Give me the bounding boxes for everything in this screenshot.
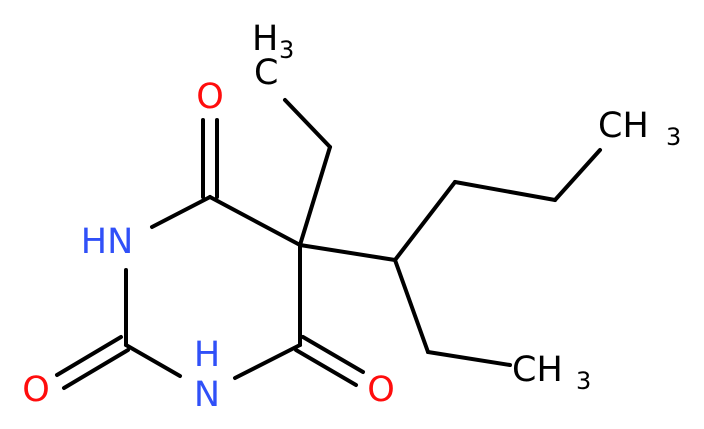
nh-atom-lower-h: H [194,335,220,375]
methyl-group-bottom: CH 3 [512,350,591,395]
methyl-group-top: H 3 C [252,19,294,93]
bond-c6-n1 [233,343,302,380]
methyl-bottom-label: CH [512,350,563,390]
bond-c4-c5 [208,195,302,247]
bond-ethyl2-ch2-ch3 [426,350,512,367]
methyl-top-h: H [252,19,278,59]
bond-ch-ch2-ethyl [393,258,430,354]
nh-atom-upper: HN [81,222,134,262]
bond-n1-c2 [124,343,182,378]
bond-ch-ch2-propyl [393,180,457,262]
methyl-right-subscript: 3 [666,123,681,151]
methyl-top-subscript: 3 [279,36,294,64]
oxygen-atom-top: O [196,77,224,117]
bond-ethyl-ch2-ch3 [283,98,332,149]
oxygen-atom-left: O [22,370,50,410]
oxygen-atom-right: O [367,370,395,410]
bond-c6-o-double [294,335,365,387]
methyl-group-right: CH 3 [598,106,681,151]
methyl-right-label: CH [598,106,649,146]
bond-c5-ethyl-ch2 [298,145,332,247]
methyl-top-c: C [254,53,278,93]
nh-atom-lower: H N [194,335,220,415]
bond-c5-ch [298,243,397,262]
bond-c2-o-double [55,335,130,390]
bond-propyl-ch2-ch2 [453,180,557,202]
nh-atom-lower-n: N [194,375,220,415]
bond-propyl-ch2-ch3 [553,148,602,202]
methyl-bottom-subscript: 3 [576,367,591,395]
bond-c4-o-double [201,118,219,199]
bond-n3-c4 [150,195,212,229]
